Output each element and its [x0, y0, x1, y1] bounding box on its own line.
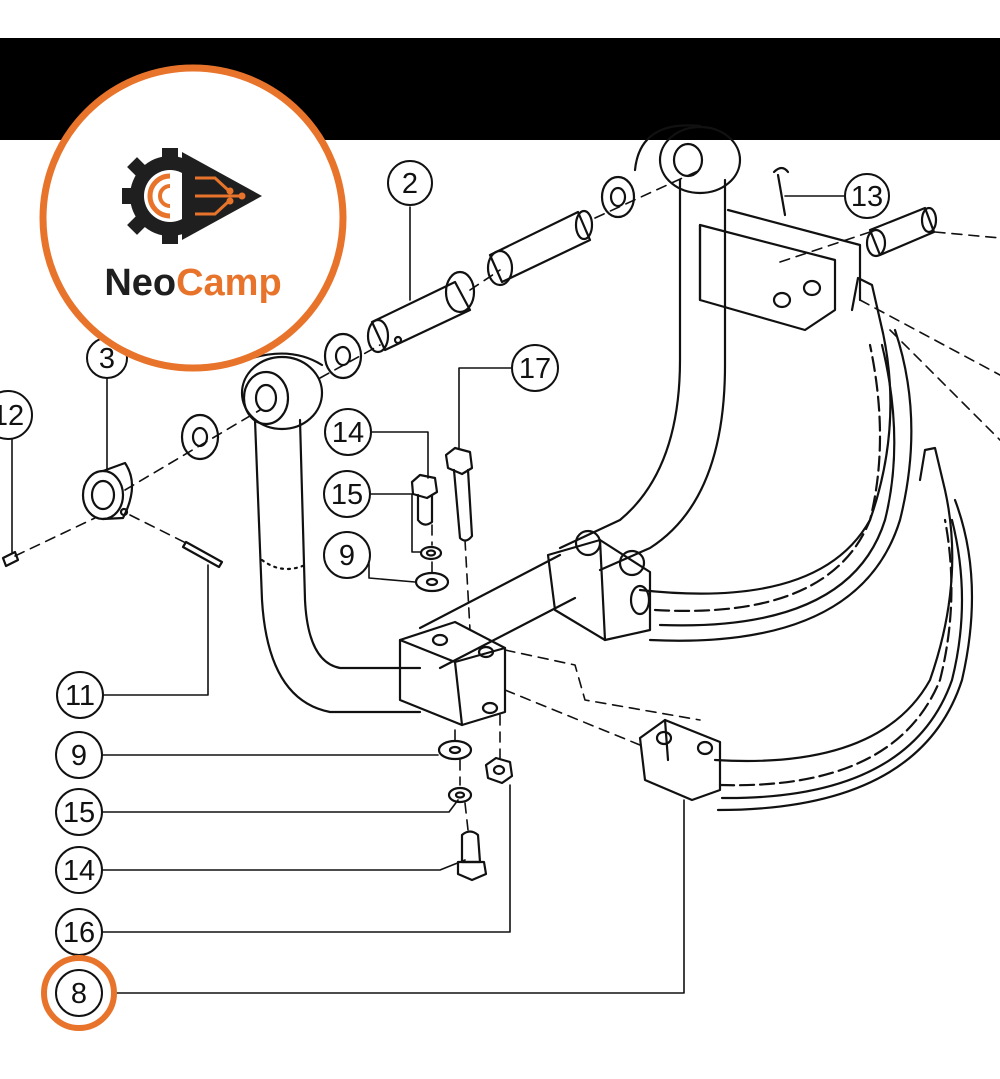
washer-upper-center — [600, 175, 636, 219]
callout-9-upper — [323, 531, 371, 579]
washer-9-lower — [437, 739, 473, 761]
callout-14-lower — [55, 846, 103, 894]
lower-clevis-bracket — [398, 620, 507, 727]
lockwasher-15-lower — [447, 786, 473, 804]
lower-tine — [713, 446, 974, 812]
label-14-upper: 14 — [332, 417, 364, 449]
upper-tine-clamp — [546, 529, 652, 642]
callouts: 2 3 12 13 14 15 9 17 11 9 15 14 16 8 — [0, 160, 890, 1031]
tube-bushing — [240, 352, 324, 431]
upper-tine — [638, 276, 913, 642]
bolt-14-lower — [456, 830, 488, 882]
set-screw-12 — [1, 550, 20, 568]
label-9-lower: 9 — [71, 740, 87, 772]
bolt-17 — [444, 446, 474, 542]
callout-11 — [56, 671, 104, 719]
label-11: 11 — [65, 680, 95, 712]
label-3: 3 — [99, 343, 115, 375]
nut-16 — [484, 756, 514, 785]
label-15-upper: 15 — [331, 479, 363, 511]
callout-12 — [0, 390, 33, 440]
callout-15-lower — [55, 788, 103, 836]
label-14-lower: 14 — [63, 855, 95, 887]
gear-circuit-play-icon — [122, 148, 262, 244]
highlight-ring-8 — [41, 955, 117, 1031]
lockwasher-15-upper — [419, 545, 443, 561]
brand-logo-badge: NeoCamp — [39, 64, 347, 372]
washer-9-upper — [414, 571, 450, 593]
label-8: 8 — [71, 978, 87, 1010]
washer-left-of-bushing — [323, 332, 363, 380]
pin-13 — [772, 166, 938, 258]
frame-tube-left — [253, 418, 422, 714]
brand-name-part2: Camp — [176, 262, 282, 304]
callout-8 — [55, 969, 103, 1017]
collar-3 — [81, 461, 134, 521]
pin-2 — [366, 270, 476, 354]
callout-14-upper — [324, 408, 372, 456]
label-9-upper: 9 — [339, 540, 355, 572]
frame-tube-right — [558, 124, 742, 572]
bolt-14-upper — [410, 473, 439, 526]
roll-pin-11 — [181, 540, 224, 569]
callout-15-upper — [323, 470, 371, 518]
pin-upper — [486, 209, 594, 287]
lower-tine-clamp — [638, 718, 722, 802]
brand-name-part1: Neo — [104, 262, 176, 304]
label-2: 2 — [402, 168, 418, 200]
leader-lines — [11, 195, 846, 994]
callout-17 — [511, 344, 559, 392]
cross-tube — [418, 553, 577, 670]
assembly-axes — [14, 169, 1000, 831]
callout-2 — [387, 160, 433, 206]
label-12: 12 — [0, 400, 24, 432]
label-15-lower: 15 — [63, 797, 95, 829]
callout-9-lower — [55, 731, 103, 779]
label-16: 16 — [63, 917, 95, 949]
label-17: 17 — [519, 353, 551, 385]
label-13: 13 — [851, 181, 883, 213]
upper-mounting-plate — [698, 208, 862, 332]
callout-13 — [844, 173, 890, 219]
brand-name: NeoCamp — [104, 262, 281, 304]
